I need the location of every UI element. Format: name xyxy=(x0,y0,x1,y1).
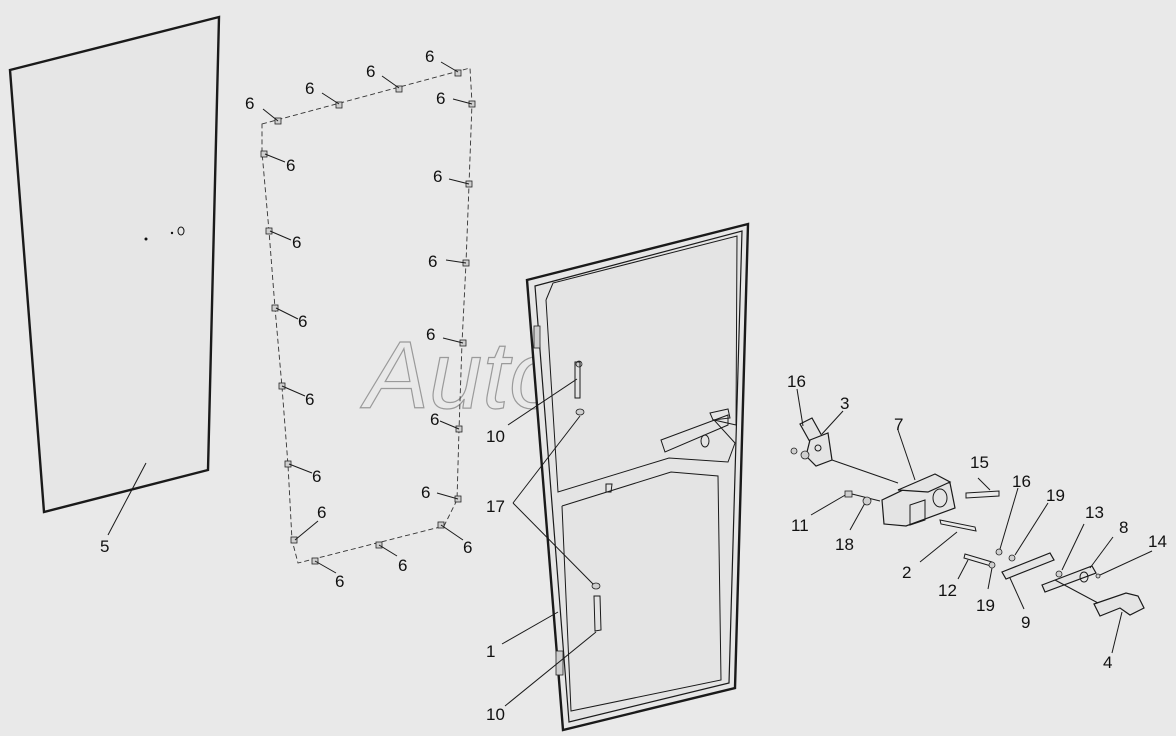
label-6: 6 xyxy=(425,47,434,66)
label-8: 8 xyxy=(1119,518,1128,537)
label-5: 5 xyxy=(100,537,109,556)
label-10: 10 xyxy=(486,427,505,446)
label-4: 4 xyxy=(1103,653,1112,672)
label-19: 19 xyxy=(1046,486,1065,505)
label-6: 6 xyxy=(317,503,326,522)
leader-5 xyxy=(107,462,147,536)
callout-labels: 5 6 6 6 6 6 6 6 6 6 6 6 6 6 6 6 6 6 6 6 … xyxy=(100,47,1167,724)
label-6: 6 xyxy=(398,556,407,575)
label-6: 6 xyxy=(430,410,439,429)
label-6: 6 xyxy=(463,538,472,557)
label-7: 7 xyxy=(894,415,903,434)
label-17: 17 xyxy=(486,497,505,516)
label-6: 6 xyxy=(335,572,344,591)
leaders-door xyxy=(501,378,597,707)
label-16: 16 xyxy=(1012,472,1031,491)
label-6: 6 xyxy=(245,94,254,113)
label-1: 1 xyxy=(486,642,495,661)
label-6: 6 xyxy=(305,79,314,98)
door-frame xyxy=(525,222,750,732)
label-6: 6 xyxy=(305,390,314,409)
glass-panel xyxy=(8,15,221,514)
label-6: 6 xyxy=(366,62,375,81)
label-13: 13 xyxy=(1085,503,1104,522)
label-6: 6 xyxy=(421,483,430,502)
label-9: 9 xyxy=(1021,613,1030,632)
label-12: 12 xyxy=(938,581,957,600)
label-6: 6 xyxy=(428,252,437,271)
label-6: 6 xyxy=(292,233,301,252)
lock-mechanism xyxy=(790,388,899,484)
label-6: 6 xyxy=(433,167,442,186)
lock-body xyxy=(881,429,956,527)
label-14: 14 xyxy=(1148,532,1167,551)
handle-assembly xyxy=(957,487,1153,654)
label-6: 6 xyxy=(286,156,295,175)
label-19: 19 xyxy=(976,596,995,615)
label-16: 16 xyxy=(787,372,806,391)
bolts xyxy=(810,477,1000,563)
label-3: 3 xyxy=(840,394,849,413)
seal-frame xyxy=(261,67,473,564)
leaders-6 xyxy=(262,61,473,574)
label-6: 6 xyxy=(426,325,435,344)
label-11: 11 xyxy=(791,516,809,535)
label-6: 6 xyxy=(312,467,321,486)
label-10: 10 xyxy=(486,705,505,724)
label-6: 6 xyxy=(298,312,307,331)
label-6: 6 xyxy=(436,89,445,108)
label-18: 18 xyxy=(835,535,854,554)
label-2: 2 xyxy=(902,563,911,582)
label-15: 15 xyxy=(970,453,989,472)
